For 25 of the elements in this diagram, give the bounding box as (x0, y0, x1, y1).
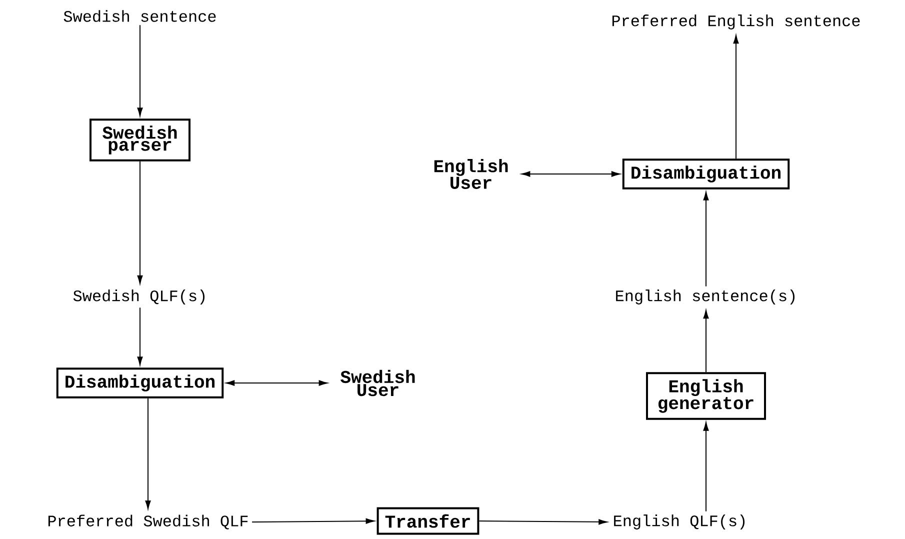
process-box: Disambiguation (622, 158, 790, 190)
arrow (703, 192, 709, 287)
process-box: Disambiguation (56, 368, 224, 398)
text-label: Swedish sentence (64, 10, 216, 22)
arrow (252, 518, 374, 524)
arrow (137, 24, 143, 116)
arrow (733, 34, 739, 160)
process-box: Swedish parser (90, 118, 190, 162)
text-label: Preferred English sentence (612, 14, 860, 30)
arrow (478, 519, 608, 525)
user-label: English User (434, 159, 508, 189)
process-box: English generator (646, 372, 766, 420)
arrow (145, 398, 151, 510)
text-label: English sentence(s) (616, 290, 794, 304)
text-label: Swedish QLF(s) (73, 290, 204, 304)
text-label: English QLF(s) (614, 514, 744, 530)
text-label: Preferred Swedish QLF (48, 514, 248, 530)
arrow (137, 160, 143, 284)
process-box: Transfer (376, 507, 480, 535)
arrow (226, 380, 328, 386)
arrow (137, 307, 143, 366)
arrow (703, 310, 709, 373)
arrow (522, 171, 620, 177)
user-label: Swedish User (340, 370, 415, 396)
arrow (703, 422, 709, 512)
